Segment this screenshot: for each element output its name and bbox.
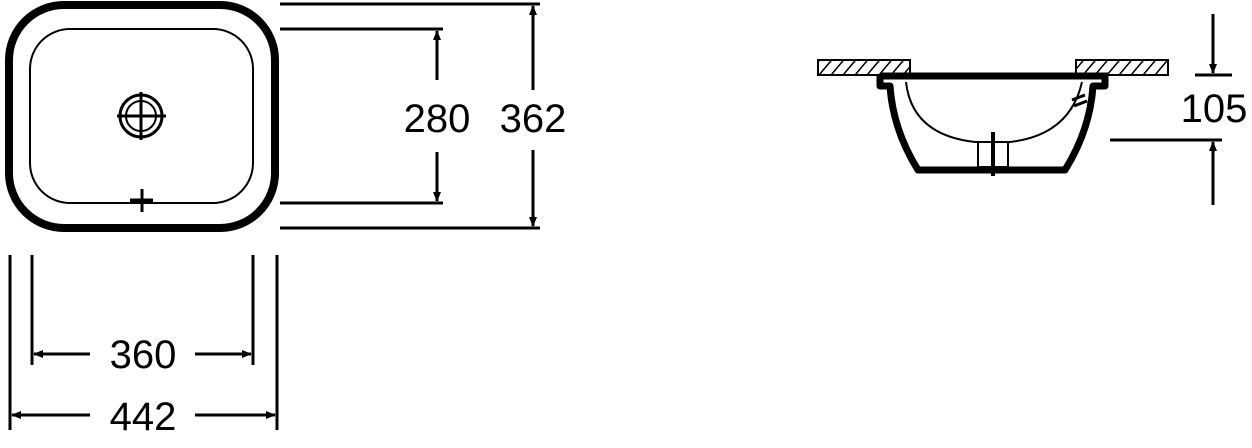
dimension-lines-height bbox=[1110, 14, 1232, 205]
plan-view bbox=[5, 1, 279, 232]
dim-label-360: 360 bbox=[110, 333, 177, 377]
countertop-right bbox=[1075, 59, 1169, 76]
dimension-lines-horizontal bbox=[8, 255, 279, 430]
dim-label-442: 442 bbox=[110, 395, 177, 439]
basin-outer-rim bbox=[5, 1, 279, 232]
dimension-lines-vertical bbox=[280, 2, 540, 230]
countertop-left bbox=[817, 59, 911, 76]
dim-label-105: 105 bbox=[1181, 87, 1248, 131]
dim-label-280: 280 bbox=[404, 97, 471, 141]
drain-icon bbox=[117, 92, 166, 140]
section-view bbox=[817, 59, 1169, 176]
dim-label-362: 362 bbox=[500, 97, 567, 141]
overflow-icon bbox=[130, 189, 153, 212]
overflow-icon-section bbox=[1071, 93, 1088, 108]
